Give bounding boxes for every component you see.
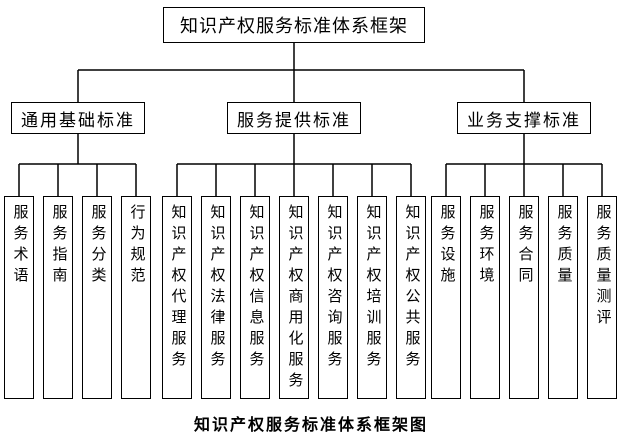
leaf-box: 服务设施 — [431, 196, 461, 399]
leaf-label: 知识产权代理服务 — [169, 204, 186, 372]
leaf-box: 知识产权代理服务 — [162, 196, 192, 399]
leaf-box: 服务指南 — [43, 196, 73, 399]
leaf-label: 知识产权培训服务 — [364, 204, 381, 372]
leaf-label: 行为规范 — [128, 204, 145, 288]
leaf-box: 服务质量 — [548, 196, 578, 399]
leaf-label: 知识产权法律服务 — [208, 204, 225, 372]
leaf-box: 服务分类 — [82, 196, 112, 399]
leaf-label: 服务环境 — [477, 204, 494, 288]
group-box-business-support-standards: 业务支撑标准 — [457, 102, 591, 134]
leaf-label: 服务术语 — [11, 204, 28, 288]
leaf-box: 服务术语 — [4, 196, 34, 399]
leaf-box: 知识产权法律服务 — [201, 196, 231, 399]
leaf-box: 知识产权商用化服务 — [279, 196, 309, 399]
leaf-label: 服务合同 — [516, 204, 533, 288]
leaf-label: 服务设施 — [438, 204, 455, 288]
leaf-box: 服务合同 — [509, 196, 539, 399]
leaf-box: 行为规范 — [121, 196, 151, 399]
leaf-box: 知识产权咨询服务 — [318, 196, 348, 399]
leaf-label: 服务质量 — [555, 204, 572, 288]
group-box-service-provision-standards: 服务提供标准 — [227, 102, 361, 134]
leaf-box: 知识产权信息服务 — [240, 196, 270, 399]
leaf-label: 知识产权商用化服务 — [286, 204, 303, 393]
leaf-label: 服务质量测评 — [594, 204, 611, 330]
leaf-label: 知识产权信息服务 — [247, 204, 264, 372]
connectors-group — [18, 43, 603, 196]
leaf-box: 知识产权公共服务 — [396, 196, 426, 399]
diagram-caption: 知识产权服务标准体系框架图 — [193, 417, 428, 434]
leaf-box: 知识产权培训服务 — [357, 196, 387, 399]
leaf-label: 知识产权咨询服务 — [325, 204, 342, 372]
leaf-box: 服务质量测评 — [587, 196, 617, 399]
group-box-general-basic-standards: 通用基础标准 — [11, 102, 145, 134]
leaf-label: 服务分类 — [89, 204, 106, 288]
leaf-label: 服务指南 — [50, 204, 67, 288]
leaf-box: 服务环境 — [470, 196, 500, 399]
leaf-label: 知识产权公共服务 — [403, 204, 420, 372]
root-box: 知识产权服务标准体系框架 — [163, 7, 425, 43]
